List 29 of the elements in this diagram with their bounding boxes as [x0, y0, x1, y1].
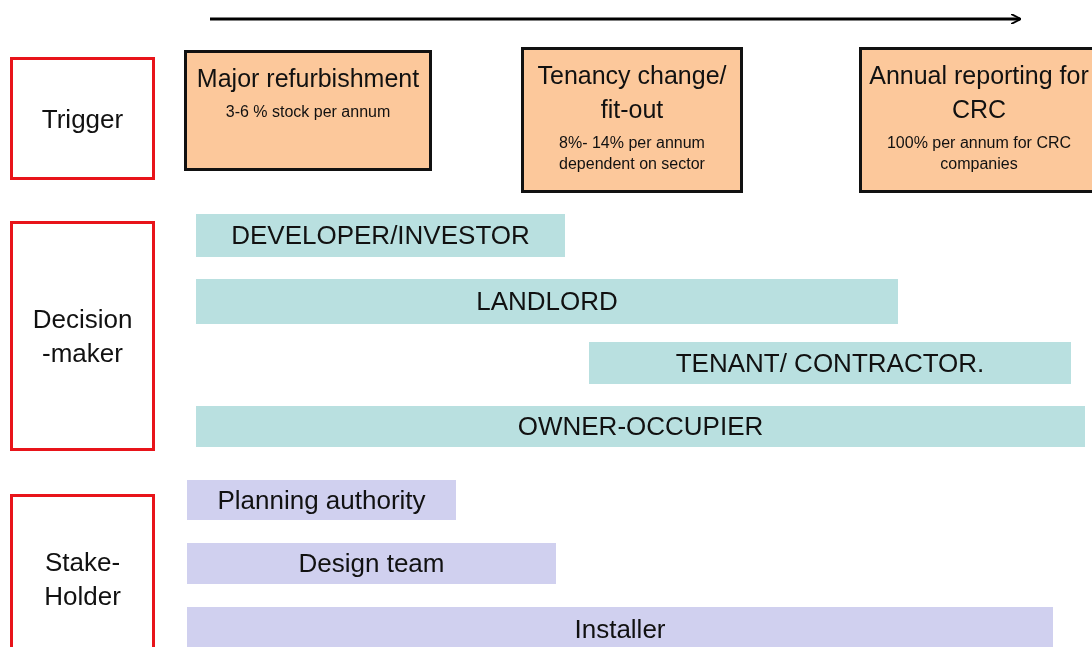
- box-heading: Major refurbishment: [195, 63, 421, 94]
- box-heading: OWNER-OCCUPIER: [517, 411, 764, 442]
- box-note: 8%- 14% per annum dependent on sector: [558, 133, 706, 174]
- box-heading: TENANT/ CONTRACTOR.: [675, 347, 985, 379]
- box-heading: Installer: [574, 614, 666, 645]
- trigger-box: [859, 47, 1092, 193]
- stakeholder-bar: [187, 607, 1053, 647]
- box-note: 100% per annum for CRC companies: [885, 133, 1073, 174]
- stakeholder-bar: [187, 480, 456, 520]
- box-heading: Decision -maker: [31, 303, 134, 370]
- box-heading: Planning authority: [217, 484, 426, 516]
- trigger-box: [184, 50, 432, 171]
- box-heading: Stake- Holder: [43, 546, 122, 613]
- trigger-box: [521, 47, 743, 193]
- box-note: 3-6 % stock per annum: [224, 102, 392, 122]
- role-bar: [196, 279, 898, 324]
- box-heading: Tenancy change/ fit-out: [536, 60, 728, 125]
- box-heading: DEVELOPER/INVESTOR: [231, 220, 530, 251]
- row-heading-box: [10, 57, 155, 180]
- box-heading: Trigger: [40, 102, 125, 136]
- role-bar: [589, 342, 1071, 384]
- role-bar: [196, 406, 1085, 447]
- box-heading: Annual reporting for CRC: [868, 60, 1090, 125]
- box-heading: Design team: [298, 548, 445, 579]
- row-heading-box: [10, 221, 155, 451]
- stakeholder-bar: [187, 543, 556, 584]
- box-heading: LANDLORD: [476, 286, 618, 317]
- role-bar: [196, 214, 565, 257]
- row-heading-box: [10, 494, 155, 647]
